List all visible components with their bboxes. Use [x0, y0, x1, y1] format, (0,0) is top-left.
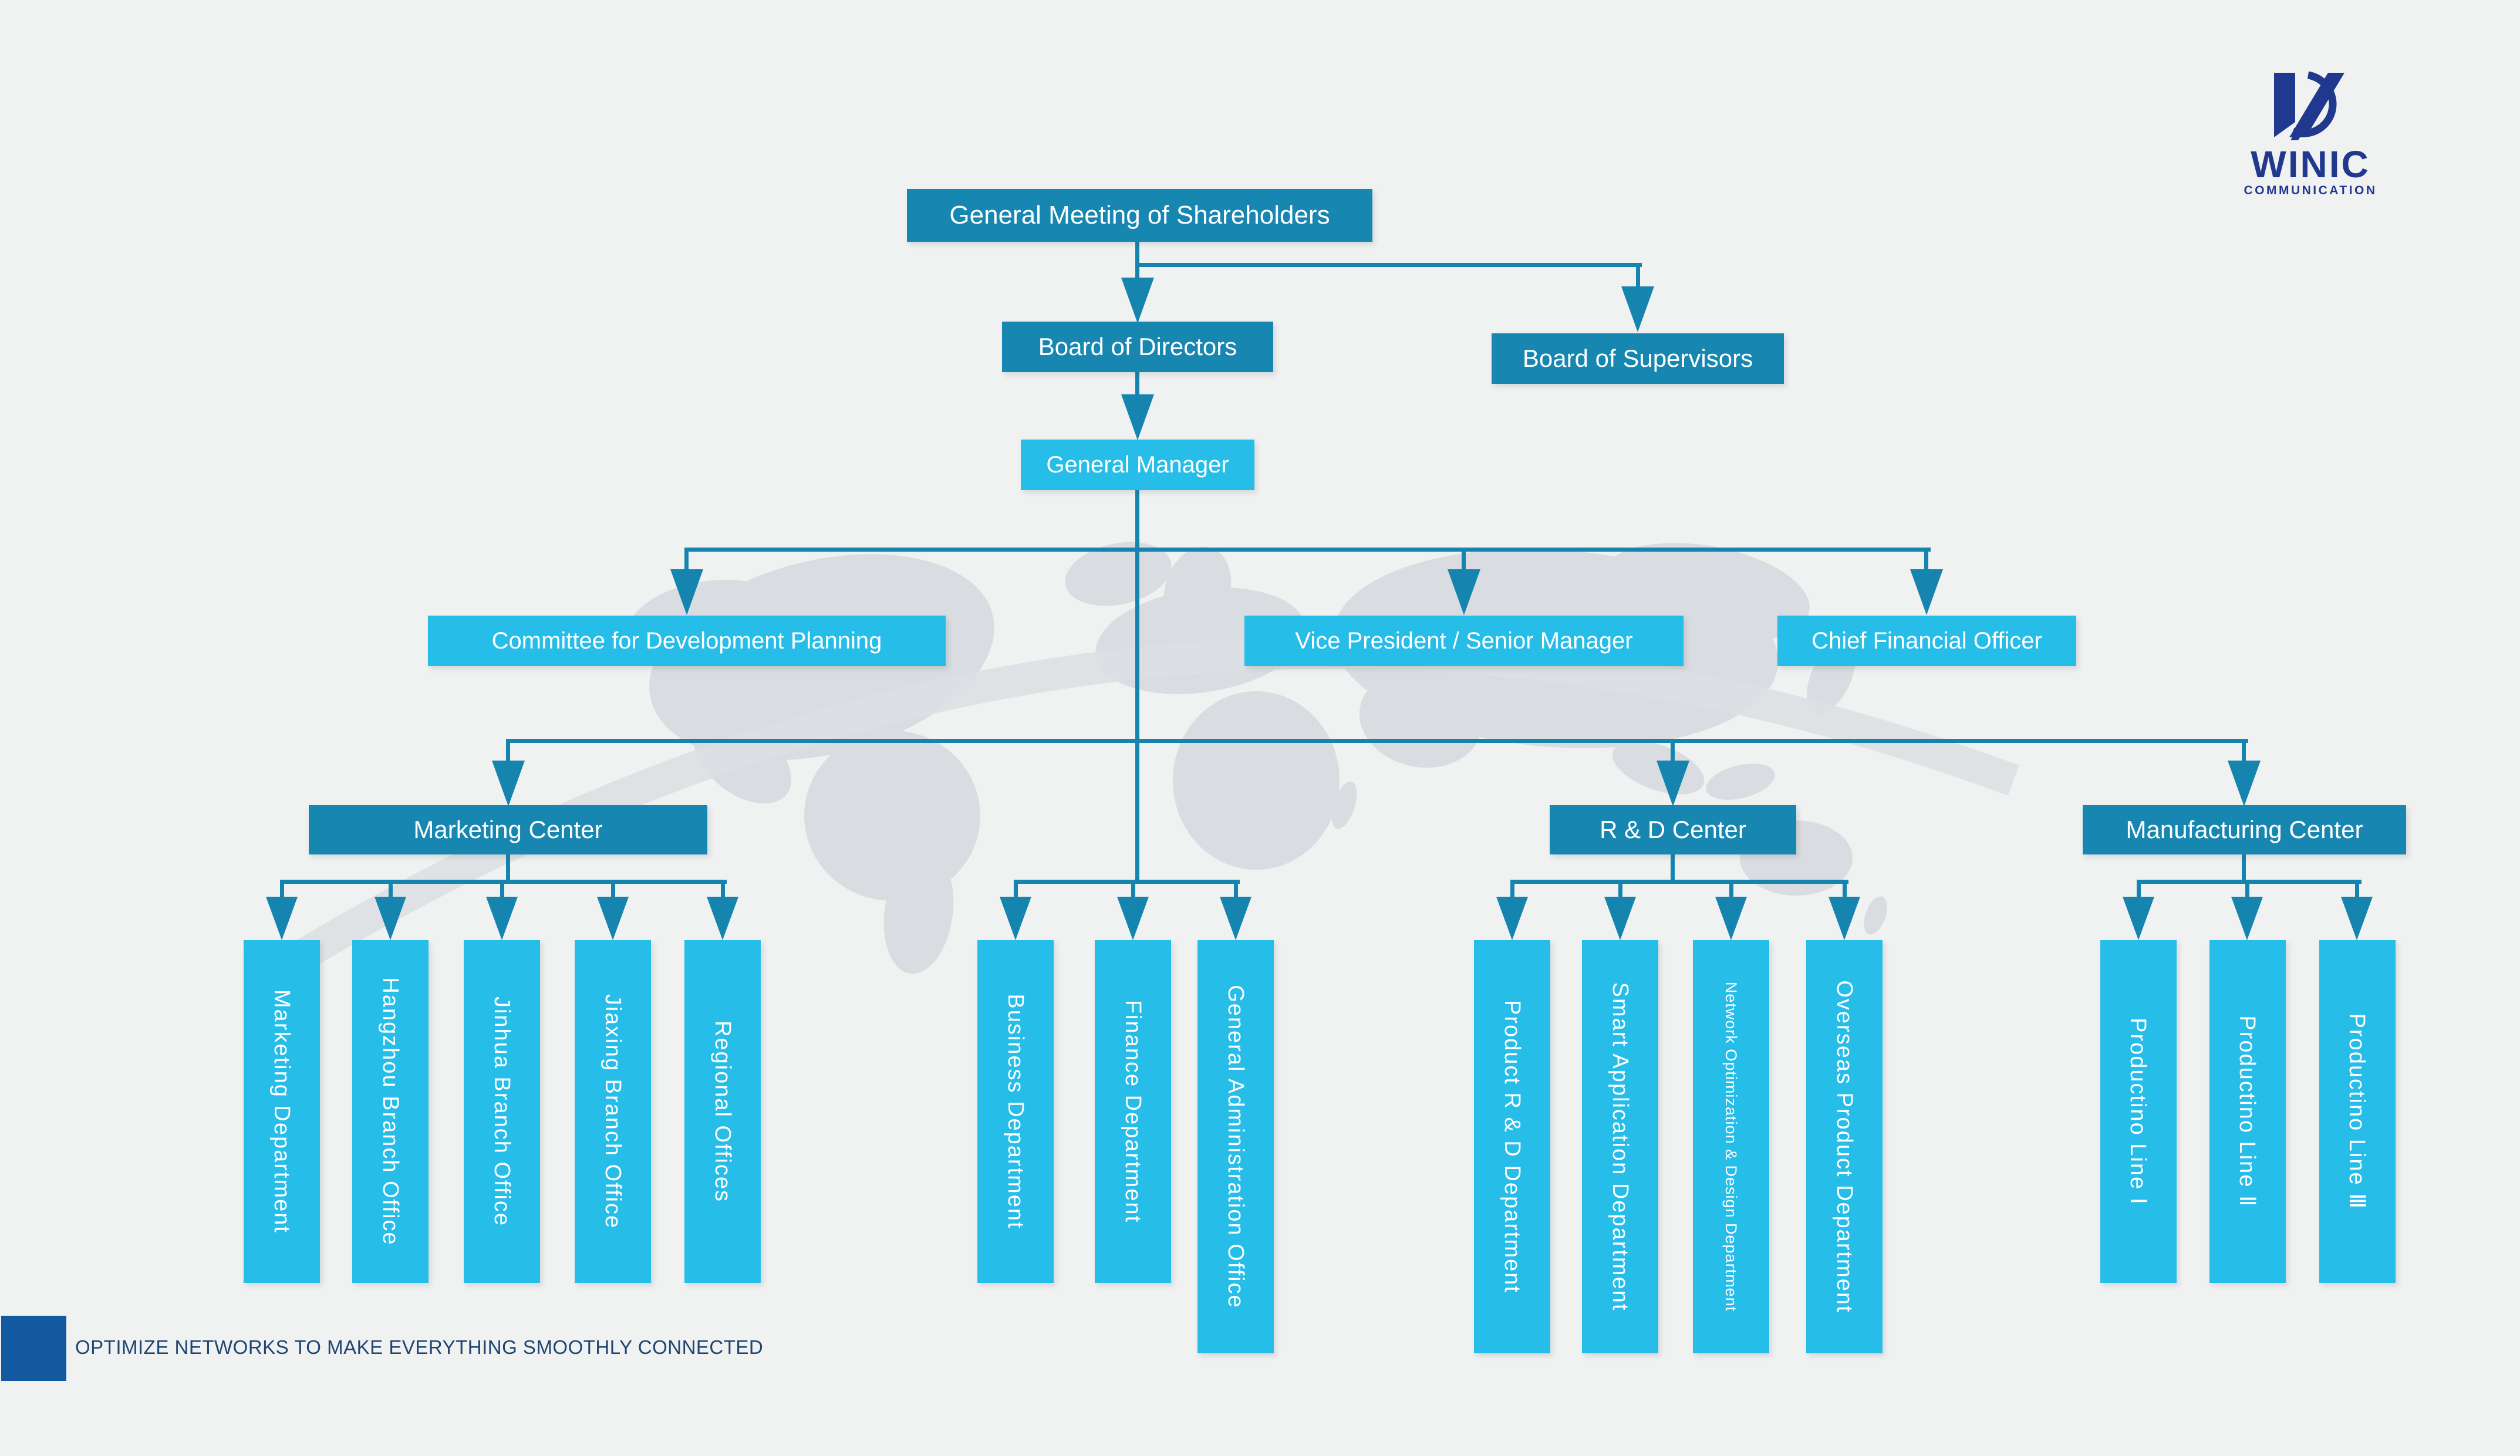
- connector-line: [1462, 548, 1466, 570]
- node-overseas-product-department: Overseas Product Department: [1806, 940, 1883, 1353]
- connector-line: [1135, 490, 1139, 884]
- connector-line: [1014, 880, 1240, 884]
- connector-line: [500, 880, 504, 898]
- node-board-of-directors: Board of Directors: [1002, 322, 1273, 372]
- connector-line: [1131, 880, 1135, 898]
- arrow-down-icon: [486, 897, 518, 940]
- node-business-department: Business Department: [977, 940, 1054, 1283]
- node-smart-application-department: Smart Application Department: [1582, 940, 1658, 1353]
- connector-line: [1618, 880, 1622, 898]
- connector-line: [2137, 880, 2141, 898]
- node-production-line-3: Productino Line Ⅲ: [2319, 940, 2396, 1283]
- connector-line: [1135, 263, 1139, 279]
- node-network-optimization-design-department: Network Optimization & Design Department: [1693, 940, 1769, 1353]
- connector-line: [389, 880, 393, 898]
- connector-line: [506, 854, 510, 884]
- arrow-down-icon: [1448, 569, 1480, 615]
- arrow-down-icon: [1121, 278, 1154, 323]
- node-finance-department: Finance Department: [1095, 940, 1171, 1283]
- connector-line: [721, 880, 725, 898]
- node-general-meeting-of-shareholders: General Meeting of Shareholders: [907, 189, 1372, 242]
- connector-line: [1014, 880, 1018, 898]
- connector-line: [1924, 548, 1928, 570]
- connector-line: [1671, 739, 1675, 761]
- node-board-of-supervisors: Board of Supervisors: [1492, 333, 1784, 384]
- arrow-down-icon: [597, 897, 629, 940]
- arrow-down-icon: [2341, 897, 2373, 940]
- node-manufacturing-center: Manufacturing Center: [2083, 805, 2406, 854]
- node-regional-offices: Regional Offices: [684, 940, 761, 1283]
- node-hangzhou-branch-office: Hangzhou Branch Office: [352, 940, 429, 1283]
- connector-line: [506, 739, 510, 761]
- arrow-down-icon: [670, 569, 703, 615]
- node-marketing-department: Marketing Department: [244, 940, 320, 1283]
- node-production-line-1: Productino Line Ⅰ: [2100, 940, 2177, 1283]
- arrow-down-icon: [2123, 897, 2154, 940]
- arrow-down-icon: [1829, 897, 1860, 940]
- connector-line: [1135, 263, 1642, 267]
- connector-line: [1234, 880, 1238, 898]
- node-committee-development-planning: Committee for Development Planning: [428, 616, 946, 666]
- connector-line: [2242, 739, 2246, 761]
- node-jinhua-branch-office: Jinhua Branch Office: [464, 940, 540, 1283]
- arrow-down-icon: [1621, 286, 1654, 332]
- arrow-down-icon: [2228, 761, 2261, 806]
- logo-wordmark: WINIC: [2251, 143, 2370, 185]
- arrow-down-icon: [492, 761, 525, 806]
- arrow-down-icon: [707, 897, 738, 940]
- node-jiaxing-branch-office: Jiaxing Branch Office: [575, 940, 651, 1283]
- arrow-down-icon: [1715, 897, 1747, 940]
- connector-line: [2245, 880, 2249, 898]
- connector-line: [280, 880, 284, 898]
- arrow-down-icon: [1220, 897, 1251, 940]
- node-marketing-center: Marketing Center: [309, 805, 707, 854]
- logo-subtext: COMMUNICATION: [2244, 184, 2377, 197]
- connector-line: [1510, 880, 1514, 898]
- connector-line: [1671, 854, 1675, 884]
- connector-line: [1843, 880, 1847, 898]
- connector-line: [684, 548, 689, 570]
- connector-line: [1636, 263, 1640, 288]
- arrow-down-icon: [1121, 394, 1154, 440]
- arrow-down-icon: [1604, 897, 1636, 940]
- connector-line: [1729, 880, 1733, 898]
- node-general-administration-office: General Administration Office: [1197, 940, 1274, 1353]
- arrow-down-icon: [2231, 897, 2263, 940]
- arrow-down-icon: [375, 897, 406, 940]
- arrow-down-icon: [1117, 897, 1149, 940]
- connector-line: [1135, 372, 1139, 396]
- arrow-down-icon: [1000, 897, 1031, 940]
- arrow-down-icon: [1910, 569, 1943, 615]
- connector-line: [684, 548, 1931, 552]
- node-chief-financial-officer: Chief Financial Officer: [1777, 616, 2076, 666]
- node-rd-center: R & D Center: [1550, 805, 1796, 854]
- winic-logo-icon: [2274, 71, 2344, 140]
- node-general-manager: General Manager: [1021, 440, 1254, 490]
- node-product-rd-department: Product R & D Department: [1474, 940, 1550, 1353]
- connector-line: [2355, 880, 2359, 898]
- footer-accent-square: [1, 1316, 66, 1381]
- connector-line: [1510, 880, 1848, 884]
- arrow-down-icon: [1496, 897, 1528, 940]
- connector-line: [506, 739, 2248, 743]
- connector-line: [2242, 854, 2246, 884]
- company-logo: WINIC COMMUNICATION: [2225, 69, 2396, 198]
- arrow-down-icon: [266, 897, 298, 940]
- arrow-down-icon: [1657, 761, 1689, 806]
- connector-line: [611, 880, 615, 898]
- node-production-line-2: Productino Line Ⅱ: [2209, 940, 2286, 1283]
- node-vice-president-senior-manager: Vice President / Senior Manager: [1244, 616, 1684, 666]
- company-tagline: OPTIMIZE NETWORKS TO MAKE EVERYTHING SMO…: [75, 1336, 764, 1358]
- connector-line: [1135, 242, 1139, 267]
